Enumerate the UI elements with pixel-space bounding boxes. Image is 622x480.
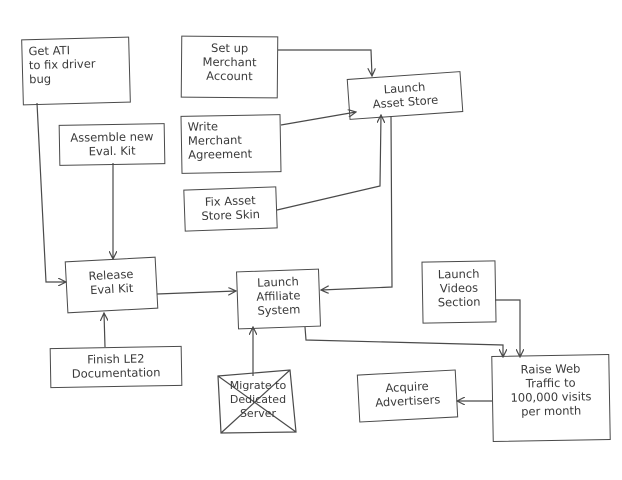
node-line: Agreement	[188, 146, 253, 162]
node-line: Advertisers	[374, 392, 441, 410]
node-line: Documentation	[71, 365, 161, 381]
edge-release-to-affiliate	[156, 291, 236, 294]
node-release-eval-kit: Release Eval Kit	[64, 256, 159, 314]
node-acquire-advertisers: Acquire Advertisers	[356, 369, 459, 423]
edge-agreement-to-asset-store	[280, 112, 356, 126]
node-line: Merchant	[187, 132, 242, 148]
migrate-cross-line	[217, 375, 297, 433]
node-raise-web-traffic: Raise Web Traffic to 100,000 visits per …	[491, 353, 611, 443]
node-affiliate-system: Launch Affiliate System	[236, 268, 321, 330]
node-line: Set up	[211, 40, 249, 56]
node-line: Eval Kit	[89, 280, 134, 298]
node-line: Write	[187, 119, 219, 134]
node-merchant-account: Set up Merchant Account	[180, 35, 279, 99]
edge-videos-to-traffic	[495, 299, 520, 357]
node-line: bug	[29, 71, 52, 87]
node-assemble-eval-kit: Assemble new Eval. Kit	[58, 123, 166, 166]
node-get-ati: Get ATI to fix driver bug	[21, 36, 131, 106]
edge-ati-to-release	[36, 102, 66, 282]
node-line: Launch	[437, 266, 480, 282]
node-line: 100,000 visits	[510, 389, 592, 405]
node-line: Merchant	[202, 54, 257, 70]
node-videos-section: Launch Videos Section	[421, 260, 497, 324]
node-line: per month	[521, 403, 582, 419]
node-line: Migrate to	[229, 379, 287, 392]
node-line: System	[257, 302, 301, 318]
migrate-cross-line	[220, 369, 291, 434]
node-line: Assemble new	[70, 129, 154, 145]
edge-affiliate-to-traffic	[304, 326, 503, 357]
edge-le2-to-release	[104, 313, 105, 348]
node-store-skin: Fix Asset Store Skin	[183, 186, 278, 232]
edge-asset-store-to-affiliate	[321, 115, 393, 290]
node-line: Account	[206, 68, 253, 84]
node-line: Dedicated	[229, 393, 287, 406]
node-line: Videos	[439, 280, 479, 296]
node-line: Store Skin	[201, 206, 261, 224]
node-asset-store: Launch Asset Store	[346, 71, 464, 120]
node-migrate-server: Migrate to Dedicated Server	[221, 379, 295, 421]
edge-merchant-account-to-asset-store	[278, 49, 372, 76]
node-line: Section	[437, 294, 481, 310]
node-merchant-agreement: Write Merchant Agreement	[180, 114, 282, 174]
node-finish-le2-docs: Finish LE2 Documentation	[49, 345, 183, 389]
edge-store-skin-to-asset-store	[276, 115, 381, 211]
node-line: Server	[239, 407, 277, 420]
node-line: Eval. Kit	[88, 143, 136, 159]
